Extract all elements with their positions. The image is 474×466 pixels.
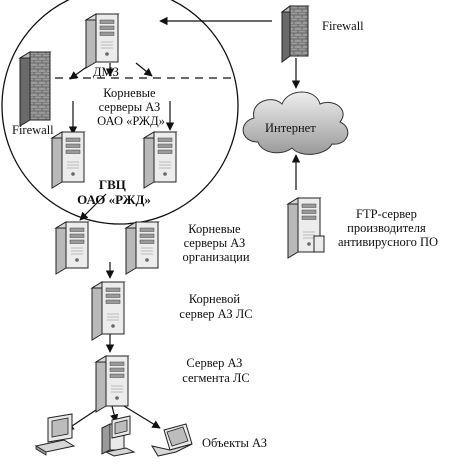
internet-cloud-icon	[242, 91, 349, 155]
ftp-server-disk-icon	[313, 235, 325, 253]
root-servers-org-label: Корневые серверы АЗ организации	[182, 222, 249, 264]
root-servers-rzd-label: Корневые серверы АЗ ОАО «РЖД»	[97, 86, 165, 128]
root-server-ls-label: Корневой сервер АЗ ЛС	[179, 292, 252, 321]
firewall-top-label: Firewall	[322, 19, 364, 33]
dmz-server-icon	[84, 13, 120, 69]
firewall-left-icon	[18, 51, 52, 127]
rzd-root-server-1-icon	[50, 131, 86, 189]
firewall-top-icon	[280, 5, 310, 63]
laptop-icon	[150, 423, 193, 457]
tower-computer-icon	[101, 415, 136, 457]
org-root-server-1-icon	[54, 221, 90, 275]
internet-label: Интернет	[265, 121, 316, 135]
rzd-root-server-2-icon	[142, 131, 178, 189]
dmz-label: ДМЗ	[93, 65, 119, 79]
ftp-server-label: FTP-сервер производителя антивирусного П…	[338, 207, 438, 249]
ls-root-server-icon	[90, 281, 126, 341]
segment-server-label: Сервер АЗ сегмента ЛС	[182, 356, 249, 385]
objects-label: Объекты АЗ	[202, 436, 267, 450]
org-root-server-2-icon	[124, 221, 160, 275]
desktop-computer-icon	[34, 413, 76, 456]
firewall-left-label: Firewall	[12, 123, 54, 137]
gvc-boundary	[1, 0, 239, 225]
gvc-label: ГВЦ ОАО «РЖД»	[77, 177, 151, 207]
segment-server-icon	[94, 355, 130, 413]
